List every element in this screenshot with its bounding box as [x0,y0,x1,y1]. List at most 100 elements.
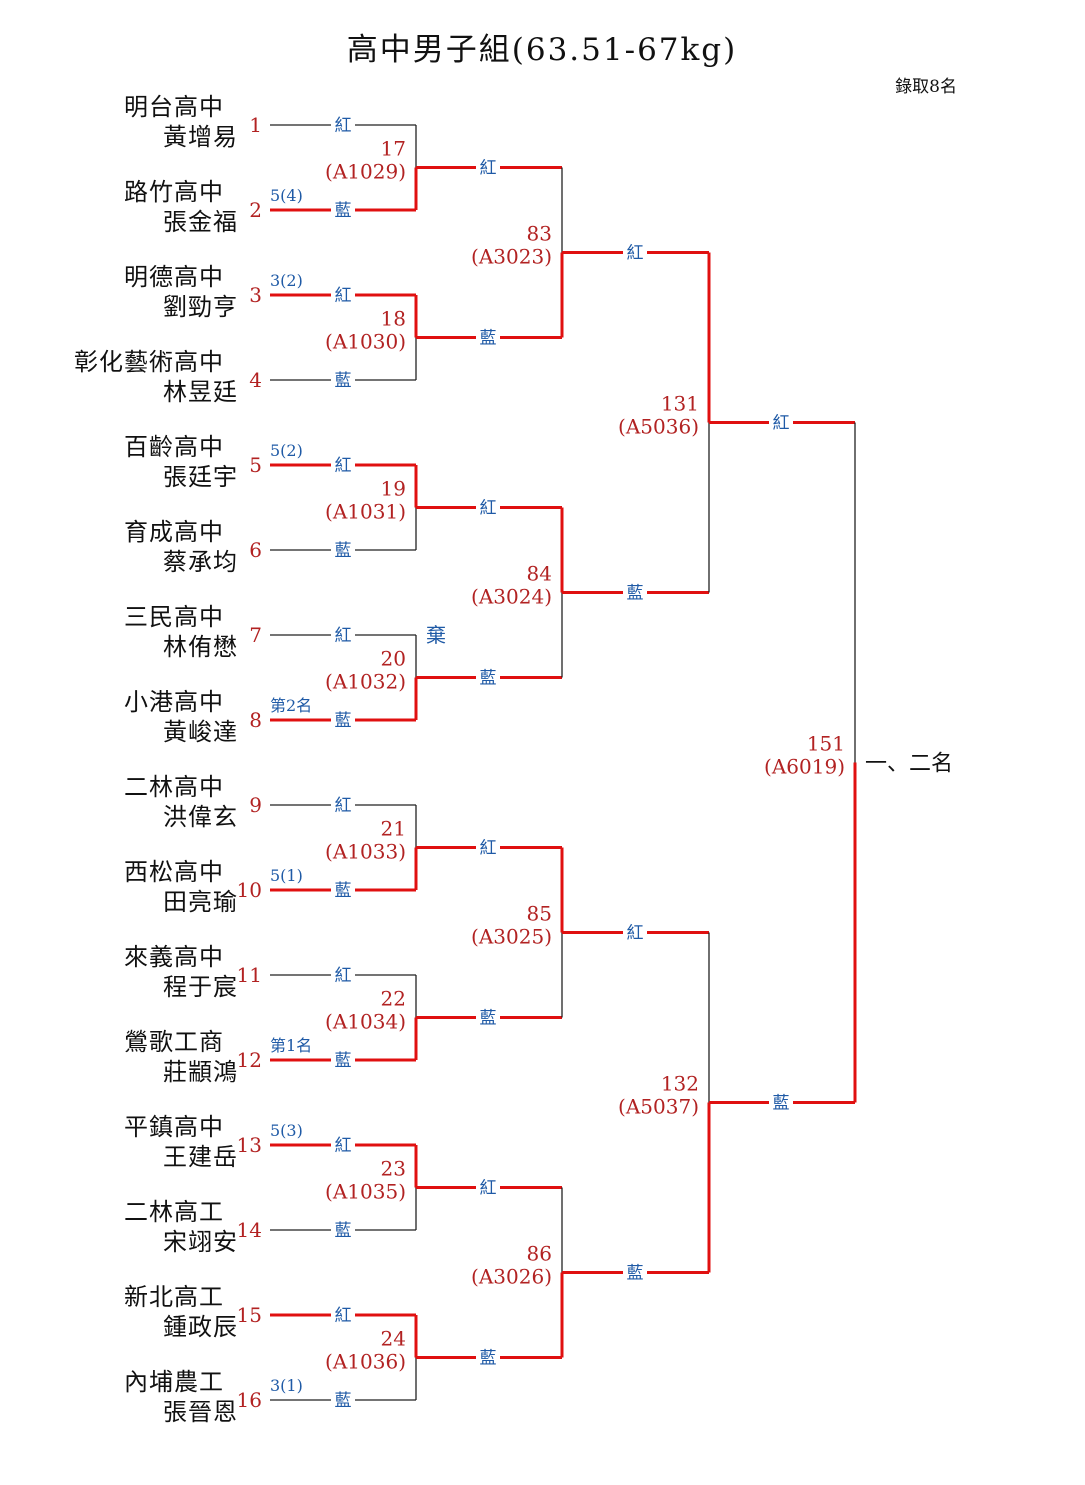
blue-corner-label-bg [769,1091,793,1114]
red-corner-label: 紅 [335,286,352,306]
blue-corner-label: 藍 [335,711,352,731]
school-name: 小港高中 [124,688,224,716]
seed-number: 10 [237,878,262,902]
red-corner-label-bg [623,921,647,944]
red-corner-label: 紅 [335,456,352,476]
red-corner-label-bg [476,836,500,859]
match-number: 21 [381,817,406,841]
match-number: 132 [661,1072,699,1096]
seed-number: 4 [249,368,262,392]
competitor-name: 劉勁亨 [163,293,238,321]
school-name: 三民高中 [124,603,224,631]
result-score: 3(1) [270,1376,303,1395]
blue-corner-label-bg [476,666,500,689]
match-code: (A6019) [764,755,845,779]
match-number: 151 [807,732,845,756]
blue-corner-label-bg [331,1219,355,1241]
blue-corner-label: 藍 [480,329,497,349]
seed-number: 11 [237,963,262,987]
match-number: 85 [527,902,552,926]
match-code: (A3026) [471,1265,552,1289]
bracket-labels: 1明台高中黃增易紅2路竹高中張金福藍5(4)3明德高中劉勁亨紅3(2)4彰化藝術… [74,93,953,1426]
blue-corner-label-bg [331,1049,355,1071]
match-number: 20 [381,647,406,671]
competitor-name: 林昱廷 [163,378,238,406]
competitor-name: 林侑懋 [163,633,238,661]
match-code: (A3024) [471,585,552,609]
school-name: 來義高中 [124,943,224,971]
school-name: 育成高中 [124,518,224,546]
match-code: (A1029) [325,160,406,184]
red-corner-label-bg [476,156,500,179]
blue-corner-label: 藍 [773,1094,790,1114]
red-corner-label-bg [331,794,355,816]
result-score: 第2名 [270,696,312,715]
match-code: (A1036) [325,1350,406,1374]
competitor-name: 蔡承均 [163,548,238,576]
competitor-name: 程于宸 [163,973,238,1001]
competitor-name: 張晉恩 [163,1398,238,1426]
match-number: 23 [381,1157,406,1181]
blue-corner-label: 藍 [335,1391,352,1411]
result-score: 第1名 [270,1036,312,1055]
blue-corner-label: 藍 [335,881,352,901]
blue-corner-label: 藍 [627,1264,644,1284]
blue-corner-label-bg [476,1006,500,1029]
school-name: 百齡高中 [124,433,224,461]
match-number: 19 [381,477,406,501]
school-name: 明德高中 [124,263,224,291]
seed-number: 6 [249,538,262,562]
competitor-name: 王建岳 [163,1143,238,1171]
red-corner-label: 紅 [480,1179,497,1199]
school-name: 內埔農工 [124,1368,224,1396]
blue-corner-label: 藍 [335,371,352,391]
blue-corner-label: 藍 [335,1051,352,1071]
match-code: (A3023) [471,245,552,269]
school-name: 明台高中 [124,93,224,121]
school-name: 西松高中 [124,858,224,886]
match-number: 83 [527,222,552,246]
red-corner-label: 紅 [335,966,352,986]
red-corner-label: 紅 [335,1136,352,1156]
competitor-name: 黃增易 [163,123,238,151]
match-number: 18 [381,307,406,331]
seed-number: 8 [249,708,262,732]
seed-number: 14 [237,1218,262,1242]
result-score: 5(2) [270,441,303,460]
match-number: 84 [527,562,552,586]
competitor-name: 張金福 [163,208,238,236]
result-score: 5(4) [270,186,303,205]
competitor-name: 黃峻達 [163,718,238,746]
seed-number: 3 [249,283,262,307]
blue-corner-label-bg [476,326,500,349]
red-corner-label: 紅 [480,839,497,859]
blue-corner-label: 藍 [335,1221,352,1241]
seed-number: 13 [237,1133,262,1157]
red-corner-label: 紅 [335,626,352,646]
seed-number: 9 [249,793,262,817]
red-corner-label: 紅 [773,414,790,434]
red-corner-label-bg [331,1304,355,1326]
red-corner-label-bg [769,411,793,434]
red-corner-label: 紅 [627,244,644,264]
page-title: 高中男子組(63.51-67kg) [347,32,737,68]
red-corner-label: 紅 [335,796,352,816]
match-code: (A1034) [325,1010,406,1034]
school-name: 鶯歌工商 [124,1028,224,1056]
seed-number: 5 [249,453,262,477]
red-corner-label-bg [331,454,355,476]
blue-corner-label: 藍 [335,201,352,221]
seed-number: 1 [249,113,262,137]
match-number: 86 [527,1242,552,1266]
blue-corner-label-bg [331,709,355,731]
red-corner-label: 紅 [480,159,497,179]
match-code: (A5036) [618,415,699,439]
seed-number: 2 [249,198,262,222]
competitor-name: 張廷宇 [163,463,238,491]
final-placement-label: 一、二名 [865,752,953,777]
match-code: (A5037) [618,1095,699,1119]
red-corner-label: 紅 [480,499,497,519]
school-name: 二林高工 [124,1198,224,1226]
